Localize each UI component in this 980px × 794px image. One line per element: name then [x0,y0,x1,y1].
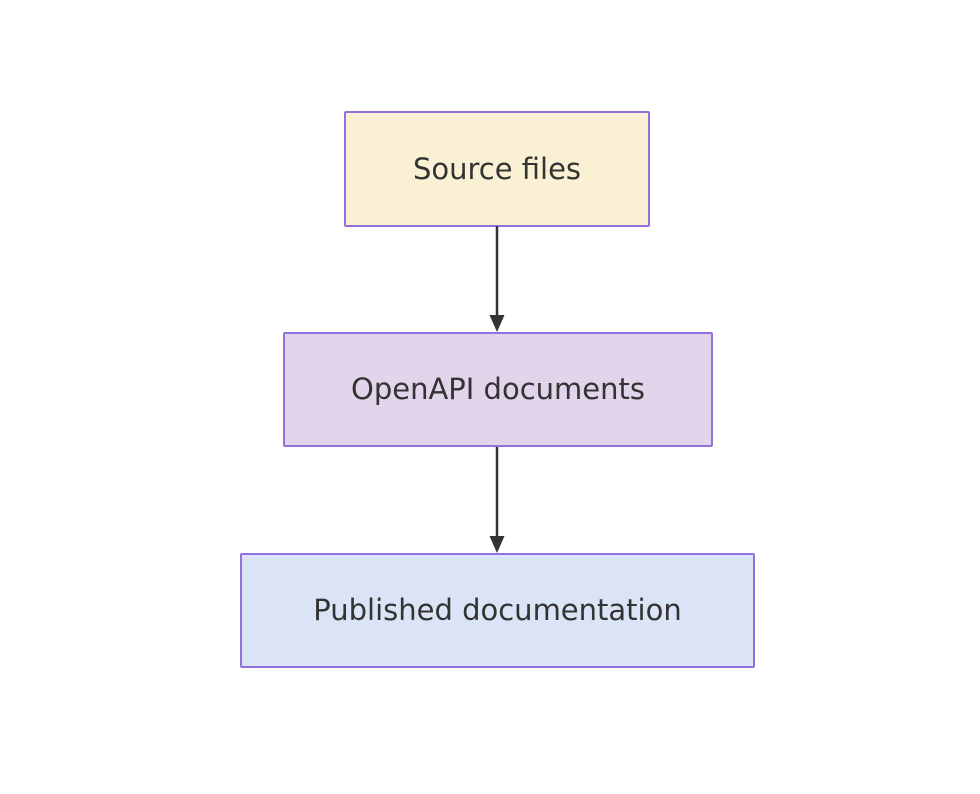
arrow-down-icon [489,447,505,553]
node-openapi-documents: OpenAPI documents [283,332,713,447]
arrow-down-icon [489,226,505,332]
node-published-documentation: Published documentation [240,553,755,668]
node-source-files-label: Source files [412,151,582,186]
node-published-documentation-label: Published documentation [313,593,682,628]
node-openapi-documents-label: OpenAPI documents [351,372,645,407]
arrow-source-to-openapi [487,226,507,332]
arrow-openapi-to-published [487,447,507,553]
node-source-files: Source files [344,111,650,227]
